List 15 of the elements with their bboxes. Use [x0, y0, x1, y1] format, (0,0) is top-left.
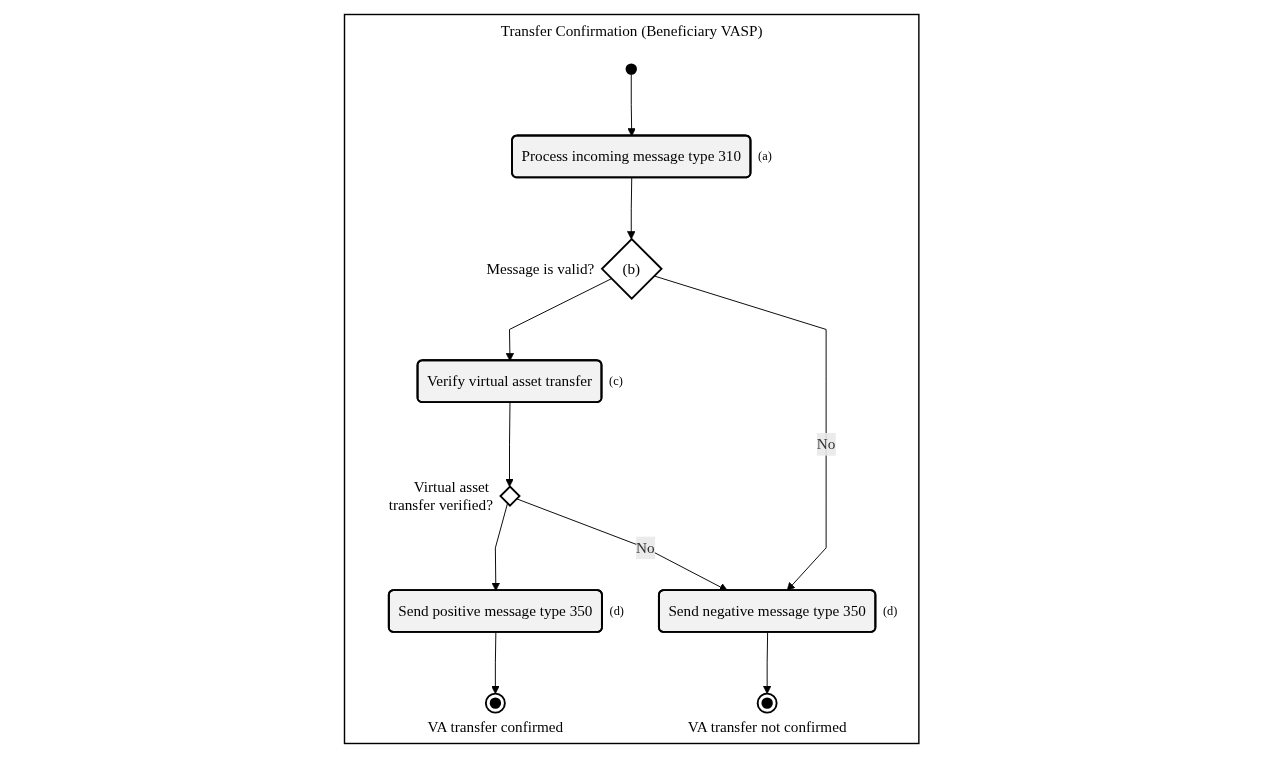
end-state-label: VA transfer not confirmed	[688, 717, 847, 735]
step-marker: (d)	[883, 603, 898, 618]
step-marker: (a)	[758, 149, 773, 164]
step-marker: (d)	[609, 603, 625, 618]
decision-question: Virtual asset transfer verified?	[389, 477, 494, 513]
decision-question: Message is valid?	[486, 259, 595, 277]
step-marker: (c)	[609, 374, 624, 388]
node-diamond	[499, 485, 522, 507]
node-circle	[625, 63, 638, 75]
edge-label: No	[636, 539, 655, 556]
node-bullseye	[485, 692, 507, 714]
node-diamond: (b)	[600, 237, 664, 300]
node-bullseye	[757, 692, 778, 714]
end-state-label: VA transfer confirmed	[427, 717, 564, 735]
edge-label: No	[817, 435, 836, 452]
